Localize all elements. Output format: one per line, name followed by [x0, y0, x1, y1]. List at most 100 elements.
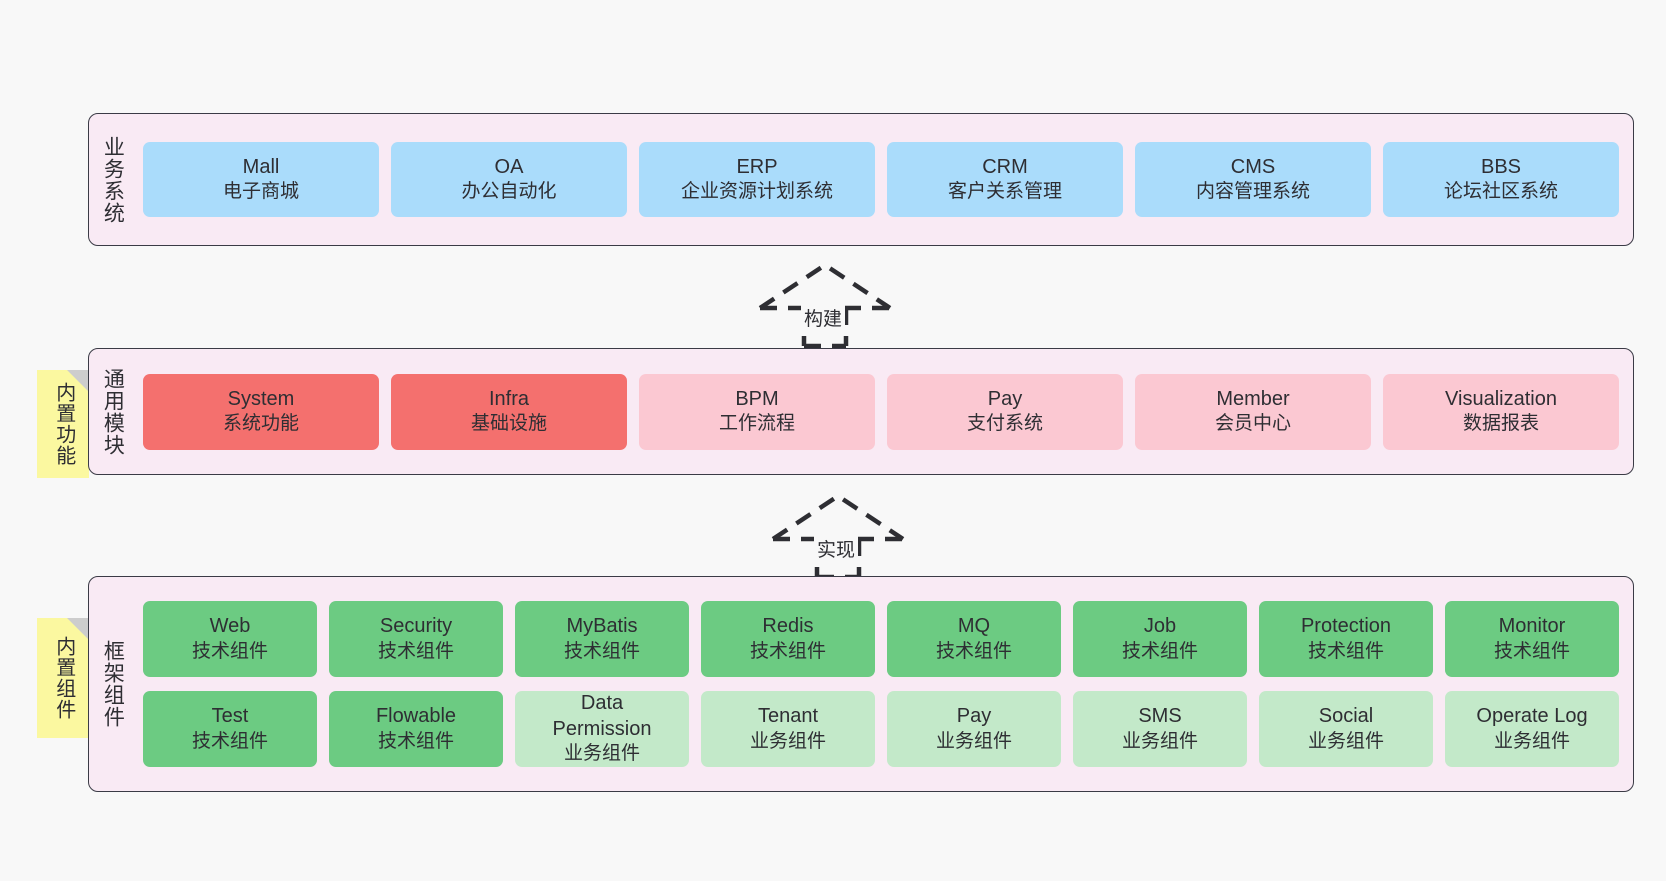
card-erp-name: ERP [736, 155, 778, 178]
card-infra-name: Infra [488, 387, 530, 410]
card-data-permission[interactable]: Data Permission 业务组件 [515, 691, 689, 767]
card-test-desc: 技术组件 [191, 730, 268, 752]
card-test[interactable]: Test 技术组件 [143, 691, 317, 767]
layer-common-modules-cards: System 系统功能 Infra 基础设施 BPM 工作流程 Pay 支付系统… [135, 349, 1633, 474]
card-flowable-desc: 技术组件 [377, 730, 454, 752]
card-security-name: Security [379, 615, 453, 638]
card-redis-desc: 技术组件 [749, 640, 826, 662]
card-job[interactable]: Job 技术组件 [1073, 601, 1247, 677]
framework-row-business: Test 技术组件 Flowable 技术组件 Data Permission … [143, 691, 1619, 767]
card-erp[interactable]: ERP 企业资源计划系统 [639, 142, 875, 217]
card-mall[interactable]: Mall 电子商城 [143, 142, 379, 217]
connector-realize: 实现 [768, 489, 918, 581]
layer-framework-components-title: 框架组件 [101, 640, 125, 728]
note-builtin-features-label: 内置功能 [52, 382, 75, 466]
card-sms-name: SMS [1138, 705, 1182, 728]
card-visualization[interactable]: Visualization 数据报表 [1383, 373, 1619, 450]
card-tenant-desc: 业务组件 [749, 730, 826, 752]
card-monitor-desc: 技术组件 [1493, 640, 1570, 662]
note-builtin-features: 内置功能 [37, 370, 89, 478]
card-mybatis-desc: 技术组件 [563, 640, 640, 662]
card-pay-module[interactable]: Pay 支付系统 [887, 373, 1123, 450]
build-arrowhead [758, 262, 892, 310]
connector-realize-label: 实现 [814, 535, 859, 562]
card-pay-component-desc: 业务组件 [935, 730, 1012, 752]
card-job-name: Job [1143, 615, 1177, 638]
card-security-desc: 技术组件 [377, 640, 454, 662]
card-flowable[interactable]: Flowable 技术组件 [329, 691, 503, 767]
card-redis[interactable]: Redis 技术组件 [701, 601, 875, 677]
card-operate-log[interactable]: Operate Log 业务组件 [1445, 691, 1619, 767]
card-cms[interactable]: CMS 内容管理系统 [1135, 142, 1371, 217]
framework-row-technical: Web 技术组件 Security 技术组件 MyBatis 技术组件 Redi… [143, 601, 1619, 677]
card-social-desc: 业务组件 [1307, 730, 1384, 752]
card-bpm[interactable]: BPM 工作流程 [639, 373, 875, 450]
layer-business-system-cards: Mall 电子商城 OA 办公自动化 ERP 企业资源计划系统 CRM 客户关系… [135, 114, 1633, 245]
connector-build-label: 构建 [801, 304, 846, 331]
card-system-name: System [227, 387, 295, 410]
card-oa-name: OA [494, 155, 524, 178]
connector-build: 构建 [755, 258, 905, 350]
card-sms-desc: 业务组件 [1121, 730, 1198, 752]
card-data-permission-desc: 业务组件 [563, 743, 640, 765]
card-infra-desc: 基础设施 [470, 413, 547, 435]
card-tenant-name: Tenant [757, 705, 819, 728]
card-member[interactable]: Member 会员中心 [1135, 373, 1371, 450]
card-mybatis[interactable]: MyBatis 技术组件 [515, 601, 689, 677]
card-mall-name: Mall [242, 155, 280, 178]
card-social[interactable]: Social 业务组件 [1259, 691, 1433, 767]
card-mq[interactable]: MQ 技术组件 [887, 601, 1061, 677]
card-oa-desc: 办公自动化 [461, 181, 557, 203]
card-web-name: Web [209, 615, 251, 638]
note-builtin-components-label: 内置组件 [52, 636, 75, 720]
card-redis-name: Redis [762, 615, 814, 638]
card-protection[interactable]: Protection 技术组件 [1259, 601, 1433, 677]
card-mq-desc: 技术组件 [935, 640, 1012, 662]
card-system[interactable]: System 系统功能 [143, 373, 379, 450]
card-visualization-desc: 数据报表 [1462, 413, 1539, 435]
card-bpm-desc: 工作流程 [718, 413, 795, 435]
card-bpm-name: BPM [735, 387, 779, 410]
card-monitor-name: Monitor [1498, 615, 1566, 638]
card-data-permission-name: Data Permission [552, 692, 652, 740]
card-operate-log-name: Operate Log [1476, 705, 1588, 728]
card-crm-name: CRM [982, 155, 1028, 178]
layer-common-modules: 通用模块 System 系统功能 Infra 基础设施 BPM 工作流程 Pay… [88, 348, 1634, 475]
card-protection-desc: 技术组件 [1307, 640, 1384, 662]
card-monitor[interactable]: Monitor 技术组件 [1445, 601, 1619, 677]
card-tenant[interactable]: Tenant 业务组件 [701, 691, 875, 767]
card-bbs-desc: 论坛社区系统 [1443, 181, 1558, 203]
card-pay-module-name: Pay [987, 387, 1023, 410]
card-mall-desc: 电子商城 [222, 181, 299, 203]
card-flowable-name: Flowable [375, 705, 457, 728]
card-bbs[interactable]: BBS 论坛社区系统 [1383, 142, 1619, 217]
card-pay-component-name: Pay [956, 705, 992, 728]
card-security[interactable]: Security 技术组件 [329, 601, 503, 677]
card-member-desc: 会员中心 [1214, 413, 1291, 435]
card-infra[interactable]: Infra 基础设施 [391, 373, 627, 450]
card-cms-desc: 内容管理系统 [1195, 181, 1310, 203]
card-web-desc: 技术组件 [191, 640, 268, 662]
card-sms[interactable]: SMS 业务组件 [1073, 691, 1247, 767]
layer-framework-components-grid: Web 技术组件 Security 技术组件 MyBatis 技术组件 Redi… [135, 577, 1633, 791]
card-job-desc: 技术组件 [1121, 640, 1198, 662]
card-crm-desc: 客户关系管理 [947, 181, 1062, 203]
card-visualization-name: Visualization [1445, 387, 1557, 410]
card-social-name: Social [1318, 705, 1374, 728]
card-oa[interactable]: OA 办公自动化 [391, 142, 627, 217]
card-system-desc: 系统功能 [222, 413, 299, 435]
card-mq-name: MQ [957, 615, 991, 638]
note-builtin-components: 内置组件 [37, 618, 89, 738]
card-web[interactable]: Web 技术组件 [143, 601, 317, 677]
card-protection-name: Protection [1300, 615, 1392, 638]
card-cms-name: CMS [1230, 155, 1276, 178]
card-erp-desc: 企业资源计划系统 [680, 181, 833, 203]
card-crm[interactable]: CRM 客户关系管理 [887, 142, 1123, 217]
card-pay-component[interactable]: Pay 业务组件 [887, 691, 1061, 767]
layer-business-system-title: 业务系统 [101, 135, 125, 224]
realize-arrowhead [771, 493, 905, 541]
layer-common-modules-title: 通用模块 [101, 367, 125, 456]
card-pay-module-desc: 支付系统 [966, 413, 1043, 435]
layer-business-system: 业务系统 Mall 电子商城 OA 办公自动化 ERP 企业资源计划系统 CRM… [88, 113, 1634, 246]
